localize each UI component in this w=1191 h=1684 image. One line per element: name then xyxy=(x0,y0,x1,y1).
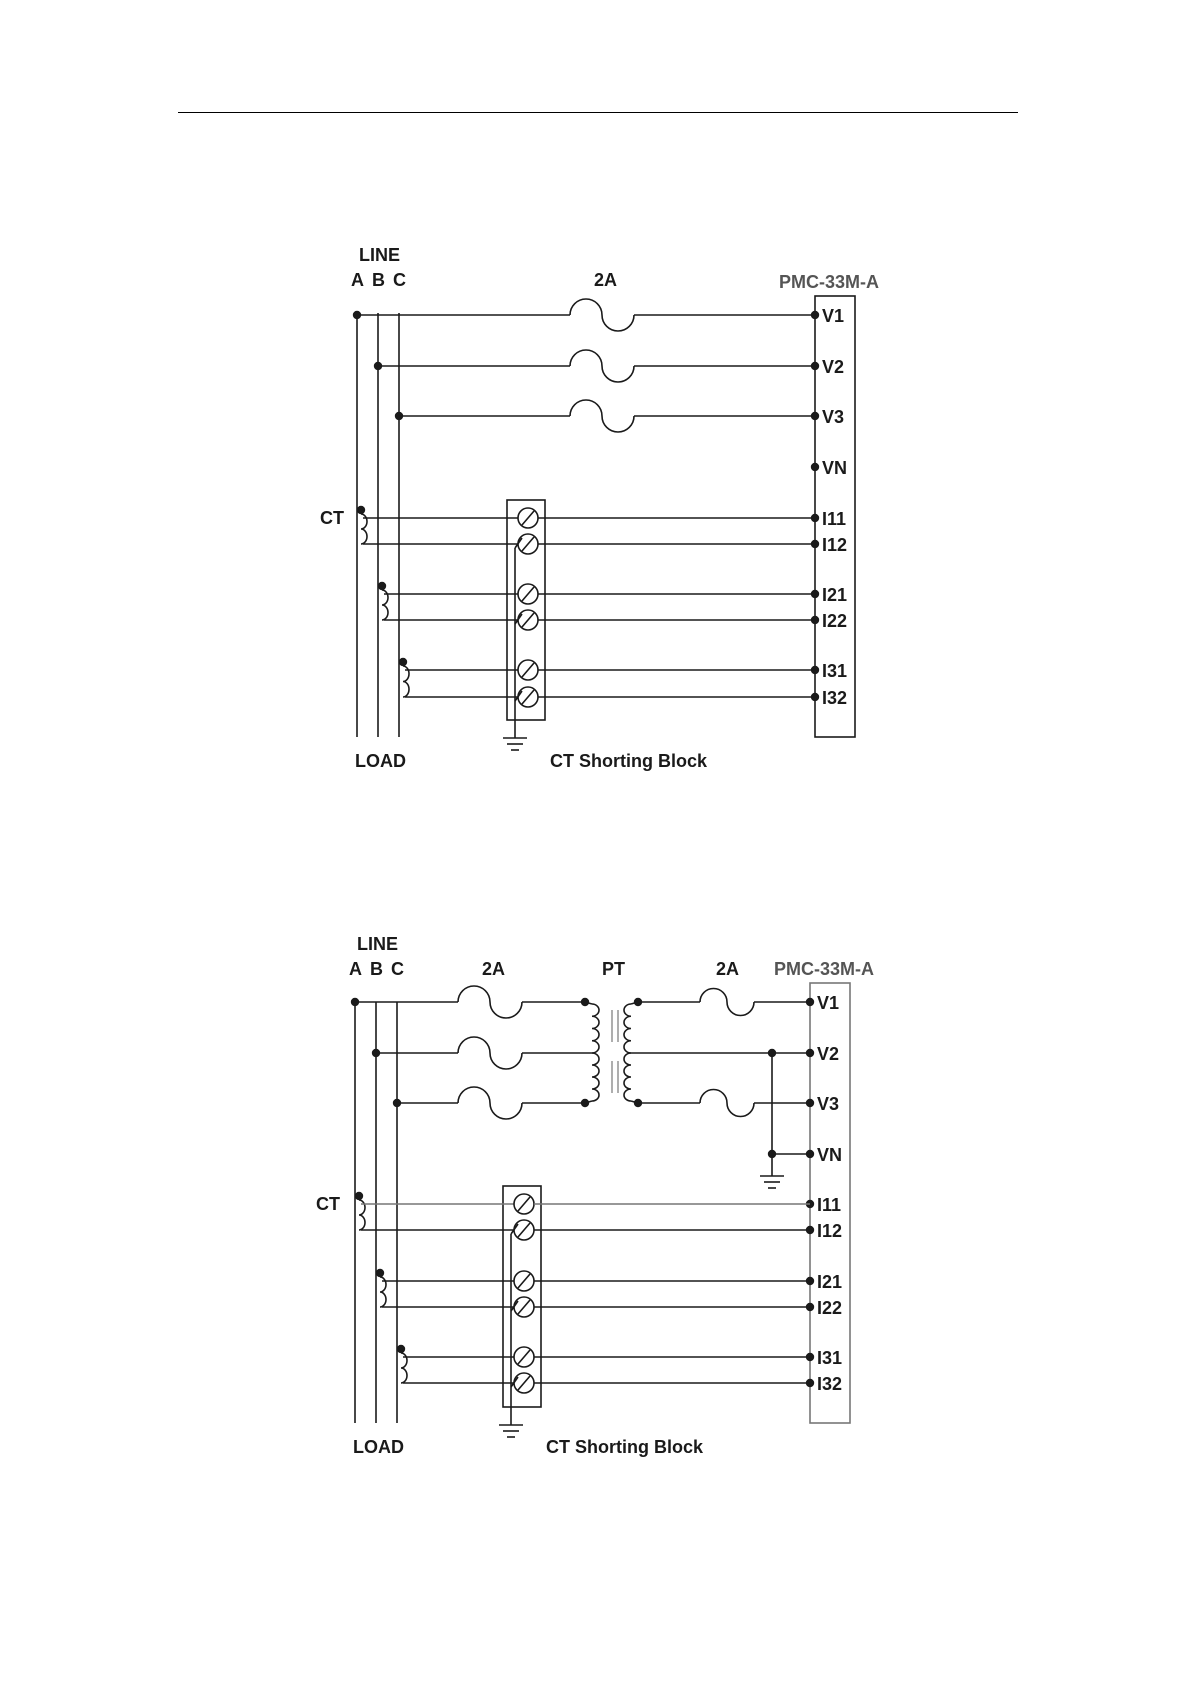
screw-terminal-4 xyxy=(518,610,538,630)
phase-label-a: A xyxy=(349,959,362,979)
terminal-label-v2: V2 xyxy=(817,1044,839,1064)
line-label: LINE xyxy=(359,245,400,265)
ct-label: CT xyxy=(320,508,344,528)
ct-polarity-dot-1 xyxy=(378,582,386,590)
screw-terminal-6 xyxy=(514,1373,534,1393)
terminal-label-i21: I21 xyxy=(822,585,847,605)
terminal-label-v3: V3 xyxy=(822,407,844,427)
block-ground xyxy=(499,1425,523,1437)
fuse-0 xyxy=(570,299,634,331)
ct-label: CT xyxy=(316,1194,340,1214)
primary-fuse-1 xyxy=(458,1037,522,1069)
screw-terminal-2 xyxy=(518,534,538,554)
phase-label-b: B xyxy=(372,270,385,290)
ct-polarity-dot-2 xyxy=(397,1345,405,1353)
terminal-label-i32: I32 xyxy=(817,1374,842,1394)
primary-fuse-0 xyxy=(458,986,522,1018)
pt-primary-coil-1 xyxy=(592,1004,599,1053)
fuse-label-secondary: 2A xyxy=(716,959,739,979)
load-label: LOAD xyxy=(355,751,406,771)
screw-terminal-1 xyxy=(514,1194,534,1214)
fuse-2 xyxy=(570,400,634,432)
fuse-1 xyxy=(570,350,634,382)
ct-polarity-dot-2 xyxy=(399,658,407,666)
ct-polarity-dot-0 xyxy=(357,506,365,514)
secondary-fuse-top xyxy=(700,989,754,1016)
screw-terminal-5 xyxy=(514,1347,534,1367)
terminal-label-i22: I22 xyxy=(817,1298,842,1318)
terminal-label-vn: VN xyxy=(817,1145,842,1165)
screw-terminal-3 xyxy=(518,584,538,604)
screw-terminal-5 xyxy=(518,660,538,680)
ct-shorting-block-label: CT Shorting Block xyxy=(550,751,708,771)
block-ground xyxy=(503,738,527,750)
screw-terminal-1 xyxy=(518,508,538,528)
ct-shorting-block-label: CT Shorting Block xyxy=(546,1437,704,1457)
terminal-label-v3: V3 xyxy=(817,1094,839,1114)
pt-secondary-coil-1 xyxy=(624,1004,631,1053)
screw-terminal-2 xyxy=(514,1220,534,1240)
terminal-label-v1: V1 xyxy=(817,993,839,1013)
screw-terminal-4 xyxy=(514,1297,534,1317)
line-label: LINE xyxy=(357,934,398,954)
terminal-dot-vn xyxy=(811,463,819,471)
terminal-label-i22: I22 xyxy=(822,611,847,631)
pt-label: PT xyxy=(602,959,625,979)
terminal-label-i31: I31 xyxy=(817,1348,842,1368)
phase-label-c: C xyxy=(391,959,404,979)
terminal-label-v1: V1 xyxy=(822,306,844,326)
load-label: LOAD xyxy=(353,1437,404,1457)
meter-label: PMC-33M-A xyxy=(774,959,874,979)
vn-ground xyxy=(760,1176,784,1188)
primary-fuse-2 xyxy=(458,1087,522,1119)
ct-polarity-dot-1 xyxy=(376,1269,384,1277)
ct-polarity-dot-0 xyxy=(355,1192,363,1200)
phase-label-b: B xyxy=(370,959,383,979)
terminal-label-i11: I11 xyxy=(817,1195,841,1215)
phase-label-c: C xyxy=(393,270,406,290)
secondary-fuse-bot xyxy=(700,1090,754,1117)
terminal-label-v2: V2 xyxy=(822,357,844,377)
terminal-label-i11: I11 xyxy=(822,509,846,529)
terminal-label-i12: I12 xyxy=(817,1221,842,1241)
pt-secondary-coil-2 xyxy=(624,1053,631,1101)
terminal-label-i32: I32 xyxy=(822,688,847,708)
screw-terminal-3 xyxy=(514,1271,534,1291)
terminal-label-i21: I21 xyxy=(817,1272,842,1292)
fuse-label-primary: 2A xyxy=(482,959,505,979)
pt-primary-coil-2 xyxy=(592,1053,599,1101)
fuse-label: 2A xyxy=(594,270,617,290)
terminal-label-vn: VN xyxy=(822,458,847,478)
phase-label-a: A xyxy=(351,270,364,290)
meter-label: PMC-33M-A xyxy=(779,272,879,292)
terminal-label-i31: I31 xyxy=(822,661,847,681)
terminal-label-i12: I12 xyxy=(822,535,847,555)
screw-terminal-6 xyxy=(518,687,538,707)
